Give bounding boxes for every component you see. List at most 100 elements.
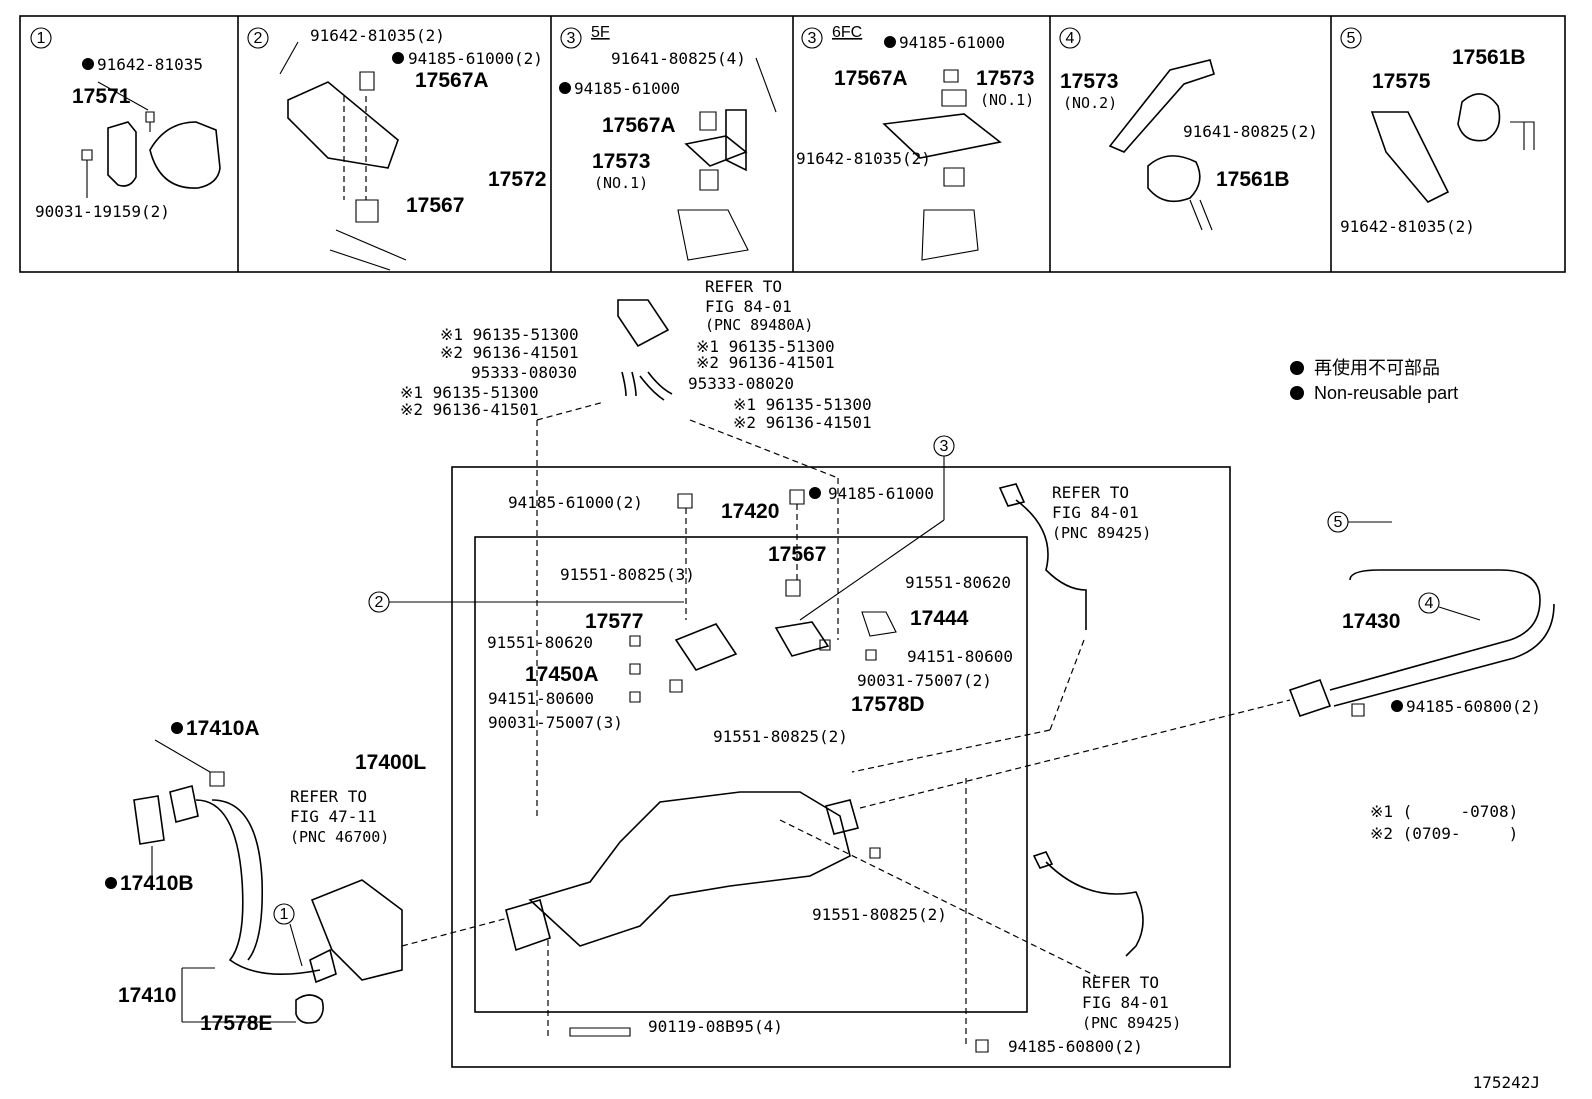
refer-line: FIG 84-01 xyxy=(1052,503,1139,522)
refer-line: FIG 84-01 xyxy=(705,297,792,316)
refer-line: (PNC 89425) xyxy=(1052,524,1151,542)
hanger-drawing xyxy=(1457,93,1501,142)
panel-index: 3 xyxy=(567,30,576,47)
panel-index: 1 xyxy=(37,30,46,47)
gasket-drawing xyxy=(169,785,199,823)
bracket-17578d-drawing xyxy=(774,621,830,657)
part-label: 17575 xyxy=(1372,70,1431,93)
part-label: 17561B xyxy=(1452,46,1526,69)
refer-line: REFER TO xyxy=(1052,483,1129,502)
non-reusable-dot xyxy=(809,487,821,499)
main-assembly: 94185-61000(2) 94185-61000 17420 17567 9… xyxy=(355,435,1231,1068)
panel-3-5f: 3 5F 91641-80825(4) 94185-61000 17567A 1… xyxy=(559,24,777,261)
callout-circle xyxy=(1418,592,1440,614)
part-label: 94185-60800(2) xyxy=(1008,1037,1143,1056)
part-label: 90031-75007(3) xyxy=(488,713,623,732)
callout-number: 3 xyxy=(940,438,949,455)
panel-4: 4 17573 (NO.2) 91641-80825(2) 17561B xyxy=(1059,27,1318,231)
nut-drawing xyxy=(359,71,375,91)
part-label: 91551-80825(2) xyxy=(812,905,947,924)
legend: 再使用不可部品 Non-reusable part ※1 ( -0708) ※2… xyxy=(1290,358,1518,843)
non-reusable-dot xyxy=(1290,361,1304,375)
mount-drawing xyxy=(329,229,407,271)
refer-line: REFER TO xyxy=(1082,973,1159,992)
panel-index: 5 xyxy=(1347,30,1356,47)
hose-label: ※1 96135-51300 xyxy=(733,395,872,414)
part-label: 90031-19159(2) xyxy=(35,202,170,221)
refer-line: REFER TO xyxy=(705,277,782,296)
part-label: 17567 xyxy=(406,194,464,217)
part-label: 94185-61000 xyxy=(574,79,680,98)
hose-label: 95333-08020 xyxy=(688,374,794,393)
callout-number: 2 xyxy=(375,594,384,611)
part-label: 91642-81035 xyxy=(97,55,203,74)
part-label: 17578D xyxy=(851,693,925,716)
non-reusable-dot xyxy=(1290,386,1304,400)
part-label: 17561B xyxy=(1216,168,1290,191)
bolt-drawing xyxy=(145,111,155,132)
part-label: (NO.2) xyxy=(1063,94,1117,112)
bolt-nut-drawing xyxy=(669,639,877,693)
catalytic-converter-drawing xyxy=(528,791,851,947)
part-label: 17578E xyxy=(200,1012,272,1035)
bracket-drawing xyxy=(1370,111,1450,203)
part-label: 94151-80600 xyxy=(907,647,1013,666)
panel-variant: 6FC xyxy=(832,24,862,41)
panel-index: 2 xyxy=(254,30,263,47)
panel-3-6fc: 3 6FC 94185-61000 17567A 17573 (NO.1) 91… xyxy=(796,24,1034,261)
part-label: 17572 xyxy=(488,168,546,191)
bracket-drawing xyxy=(882,113,1002,159)
part-label: 17444 xyxy=(910,607,969,630)
legend-note: ※2 (0709- ) xyxy=(1370,824,1518,843)
figure-code: 175242J xyxy=(1473,1073,1540,1092)
top-panels xyxy=(19,15,1566,273)
hose-label: ※2 96136-41501 xyxy=(440,343,579,362)
nut-drawing xyxy=(677,493,693,509)
hose-label: ※2 96136-41501 xyxy=(733,413,872,432)
part-label: 17567A xyxy=(834,67,908,90)
part-label: 17573 xyxy=(976,67,1034,90)
hanger-drawing xyxy=(1147,155,1201,203)
part-label: 17410 xyxy=(118,984,176,1007)
non-reusable-dot xyxy=(392,52,404,64)
hose-drawing xyxy=(621,371,637,397)
panel-index: 4 xyxy=(1066,30,1075,47)
bolt-nut-drawing xyxy=(629,635,641,703)
panel-index-circle xyxy=(801,27,823,49)
bracket-17577-drawing xyxy=(674,623,738,671)
panel-index-circle xyxy=(247,27,269,49)
bracket-drawing xyxy=(287,81,399,169)
refer-line: (PNC 89425) xyxy=(1082,1014,1181,1032)
panel-2: 2 91642-81035(2) 94185-61000(2) 17567A 1… xyxy=(247,26,546,271)
nut-drawing xyxy=(943,69,959,83)
non-reusable-dot xyxy=(105,877,117,889)
flange-drawing xyxy=(1288,678,1332,718)
refer-line: FIG 84-01 xyxy=(1082,993,1169,1012)
part-label: 17430 xyxy=(1342,610,1400,633)
sensor-drawing xyxy=(1032,851,1144,957)
panel-1: 1 91642-81035 17571 90031-19159(2) xyxy=(30,27,221,221)
callout-number: 4 xyxy=(1425,595,1434,612)
non-reusable-dot xyxy=(559,82,571,94)
part-label: 17577 xyxy=(585,610,643,633)
part-label: 17420 xyxy=(721,500,779,523)
part-label: 17571 xyxy=(72,85,131,108)
part-label: 91641-80825(4) xyxy=(611,49,746,68)
panel-index-circle xyxy=(560,27,582,49)
part-label: 17450A xyxy=(525,663,599,686)
flange-drawing xyxy=(309,948,337,984)
cushion-drawing xyxy=(699,111,717,131)
bracket-drawing xyxy=(1108,59,1215,153)
legend-note: ※1 ( -0708) xyxy=(1370,802,1518,821)
hose-area: REFER TO FIG 84-01 (PNC 89480A) ※1 96135… xyxy=(400,277,872,816)
part-label: 91642-81035(2) xyxy=(796,149,931,168)
hose-label: ※1 96135-51300 xyxy=(400,383,539,402)
part-label: (NO.1) xyxy=(594,174,648,192)
part-label: 91551-80825(2) xyxy=(713,727,848,746)
panel-index: 3 xyxy=(808,30,817,47)
hose-label: ※2 96136-41501 xyxy=(696,353,835,372)
part-label: 17410B xyxy=(120,872,194,895)
part-label: 17573 xyxy=(1060,70,1118,93)
bolt-drawing xyxy=(569,1027,631,1037)
part-label: 94185-60800(2) xyxy=(1406,697,1541,716)
